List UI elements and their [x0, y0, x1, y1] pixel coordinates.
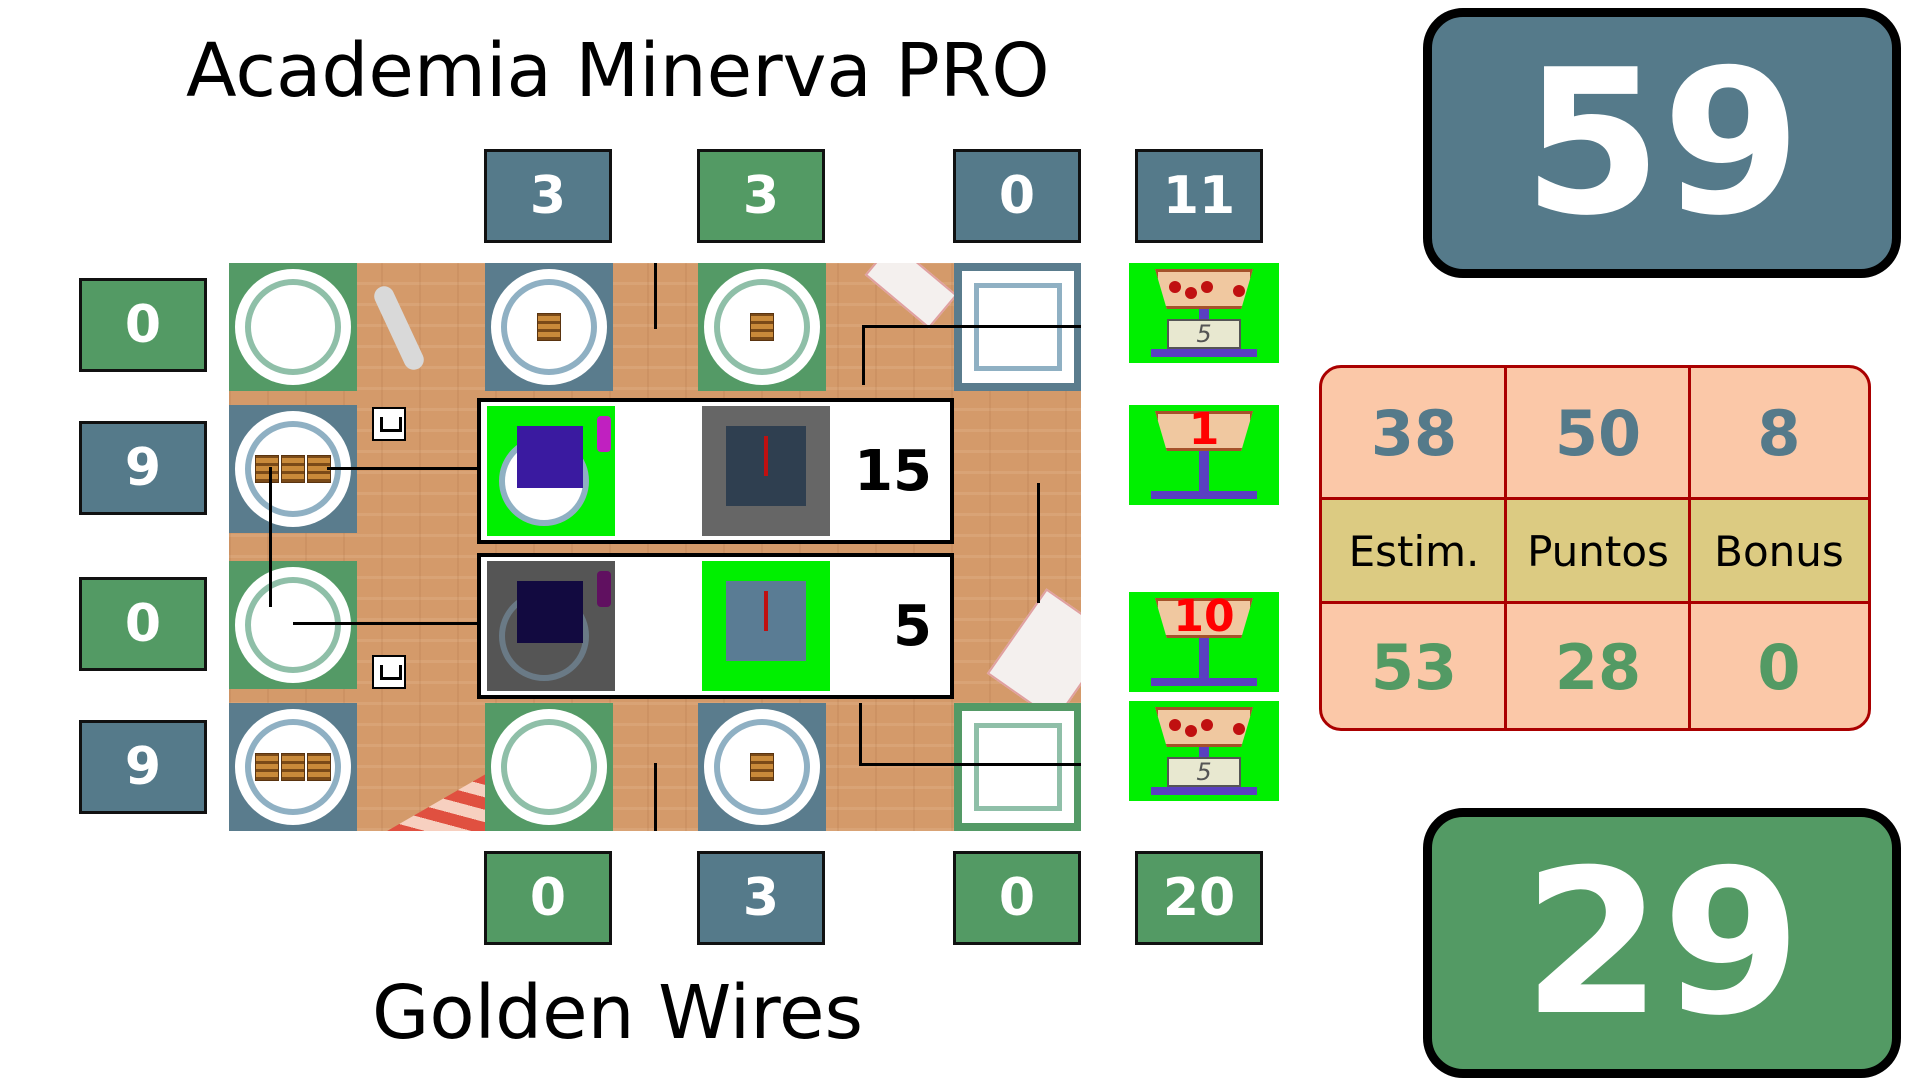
bottom-team-total-score: 29 [1423, 808, 1901, 1078]
scale-tile-1: 5 [1129, 263, 1279, 363]
column-score-bottom-1: 0 [484, 851, 612, 945]
column-score-bottom-3: 0 [953, 851, 1081, 945]
route-line [862, 325, 1081, 328]
stat-bottom-puntos: 28 [1554, 630, 1642, 704]
route-line [1037, 483, 1040, 603]
board-tile [229, 703, 357, 831]
scale-tile-3: 10 [1129, 592, 1279, 692]
row-score-3: 0 [79, 577, 207, 671]
robot-panel-bottom: 5 [477, 553, 954, 699]
plate [704, 709, 820, 825]
scale-tile-4: 5 [1129, 701, 1279, 801]
board-tile [698, 703, 826, 831]
board-tile [485, 263, 613, 391]
plate [235, 709, 351, 825]
stat-top-bonus: 8 [1757, 397, 1801, 470]
board-tile [485, 703, 613, 831]
column-score-top-1: 3 [484, 149, 612, 243]
game-board [229, 263, 1081, 831]
whisk-decoration [370, 282, 428, 374]
stat-header-estim: Estim. [1322, 499, 1506, 603]
bucket-icon [1155, 598, 1253, 638]
column-score-top-2: 3 [697, 149, 825, 243]
stat-bottom-bonus: 0 [1757, 630, 1801, 704]
route-line [654, 263, 657, 329]
stat-header-puntos: Puntos [1506, 499, 1690, 603]
top-team-total-score: 59 [1423, 8, 1901, 278]
row-score-2: 9 [79, 421, 207, 515]
column-score-top-3: 0 [953, 149, 1081, 243]
board-tile [698, 263, 826, 391]
top-team-name: Academia Minerva PRO [186, 28, 1050, 114]
row-score-4: 9 [79, 720, 207, 814]
robot-icon-top-team [487, 406, 615, 536]
board-tile [229, 263, 357, 391]
stat-bottom-estim: 53 [1370, 630, 1458, 704]
route-line [654, 763, 657, 831]
bucket-icon [1155, 411, 1253, 451]
napkin-decoration [986, 588, 1081, 722]
bottom-team-name: Golden Wires [372, 970, 864, 1056]
route-line [859, 763, 1081, 766]
route-line [859, 703, 862, 765]
square-plate [962, 711, 1074, 823]
plate [704, 269, 820, 385]
stats-table: 38 50 8 Estim. Puntos Bonus 53 28 0 [1319, 365, 1871, 731]
plate [491, 269, 607, 385]
robot-icon-opponent-bottom [702, 561, 830, 691]
plate [235, 269, 351, 385]
column-score-bottom-2: 3 [697, 851, 825, 945]
route-line [269, 467, 272, 607]
aruco-marker [372, 407, 406, 441]
aruco-marker [372, 655, 406, 689]
robot-value-top: 15 [854, 438, 932, 504]
column-score-top-4: 11 [1135, 149, 1263, 243]
robot-icon-bottom-team [487, 561, 615, 691]
stat-header-bonus: Bonus [1690, 499, 1868, 603]
scale-display: 5 [1167, 319, 1241, 349]
plate [235, 567, 351, 683]
napkin-decoration [864, 263, 958, 329]
robot-panel-top: 15 [477, 398, 954, 544]
route-line [327, 467, 487, 470]
plate [491, 709, 607, 825]
robot-icon-opponent [702, 406, 830, 536]
board-tile [954, 703, 1081, 831]
scale-weight: 10 [1173, 591, 1235, 642]
route-line [862, 325, 865, 385]
row-score-1: 0 [79, 278, 207, 372]
scale-display: 5 [1167, 757, 1241, 787]
robot-value-bottom: 5 [893, 593, 932, 659]
stat-top-puntos: 50 [1554, 397, 1642, 470]
scale-weight: 1 [1188, 404, 1220, 455]
board-tile [229, 561, 357, 689]
stat-top-estim: 38 [1370, 397, 1458, 470]
column-score-bottom-4: 20 [1135, 851, 1263, 945]
route-line [293, 622, 487, 625]
scale-tile-2: 1 [1129, 405, 1279, 505]
